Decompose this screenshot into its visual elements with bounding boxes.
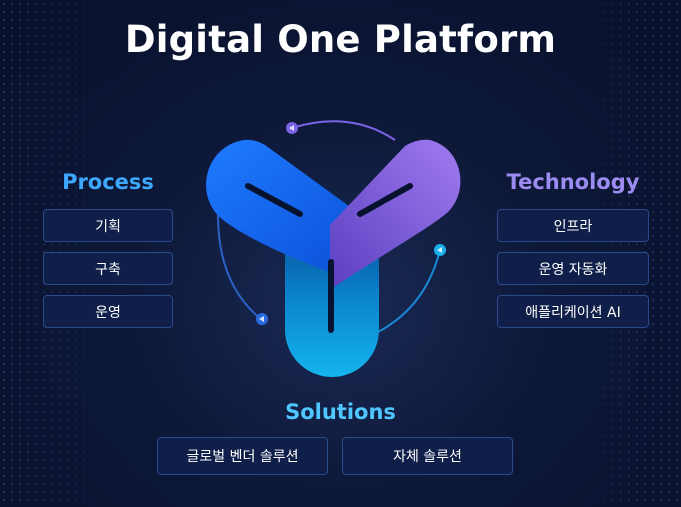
orbit-arc-left (217, 214, 263, 321)
process-item-build: 구축 (43, 252, 173, 285)
orbit-arrow-icon (437, 247, 442, 253)
technology-heading: Technology (506, 170, 640, 194)
process-item-operate: 운영 (43, 295, 173, 328)
solutions-item-global-vendor: 글로벌 벤더 솔루션 (157, 437, 328, 475)
process-item-plan: 기획 (43, 209, 173, 242)
solutions-heading: Solutions (285, 400, 396, 424)
page-title: Digital One Platform (124, 18, 557, 61)
orbit-arc-right (371, 249, 441, 336)
solutions-item-in-house: 자체 솔루션 (342, 437, 513, 475)
technology-item-automation: 운영 자동화 (497, 252, 649, 285)
logo-purple-loop (330, 139, 461, 290)
orbit-arrow-icon (259, 316, 264, 322)
orbit-arc-top (291, 120, 396, 141)
process-heading: Process (62, 170, 154, 194)
logo-slot-left (245, 183, 303, 217)
orbit-arrow-icon (289, 125, 294, 131)
technology-item-app-ai: 애플리케이션 AI (497, 295, 649, 328)
tri-loop-logo-icon (206, 120, 461, 377)
technology-item-infra: 인프라 (497, 209, 649, 242)
logo-slot-right (357, 183, 413, 217)
